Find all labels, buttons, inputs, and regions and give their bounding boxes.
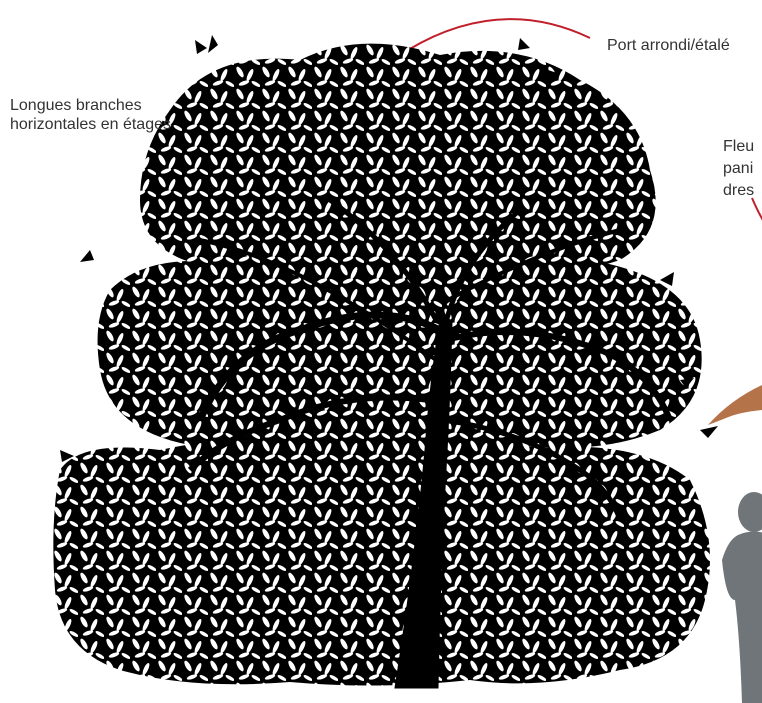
human-silhouette-icon: [722, 492, 762, 703]
flower-icon: [708, 385, 762, 425]
flower-label-line: dres: [723, 180, 754, 202]
crown-annotation-line: [408, 19, 590, 50]
crown-label: Port arrondi/étalé: [607, 36, 730, 55]
flower-label-line: Fleu: [723, 136, 754, 158]
flower-label: Fleu pani dres: [723, 136, 754, 202]
flower-label-line: pani: [723, 158, 754, 180]
branches-label: Longues branches horizontales en étages: [10, 96, 190, 134]
foliage-lower: [53, 439, 710, 686]
